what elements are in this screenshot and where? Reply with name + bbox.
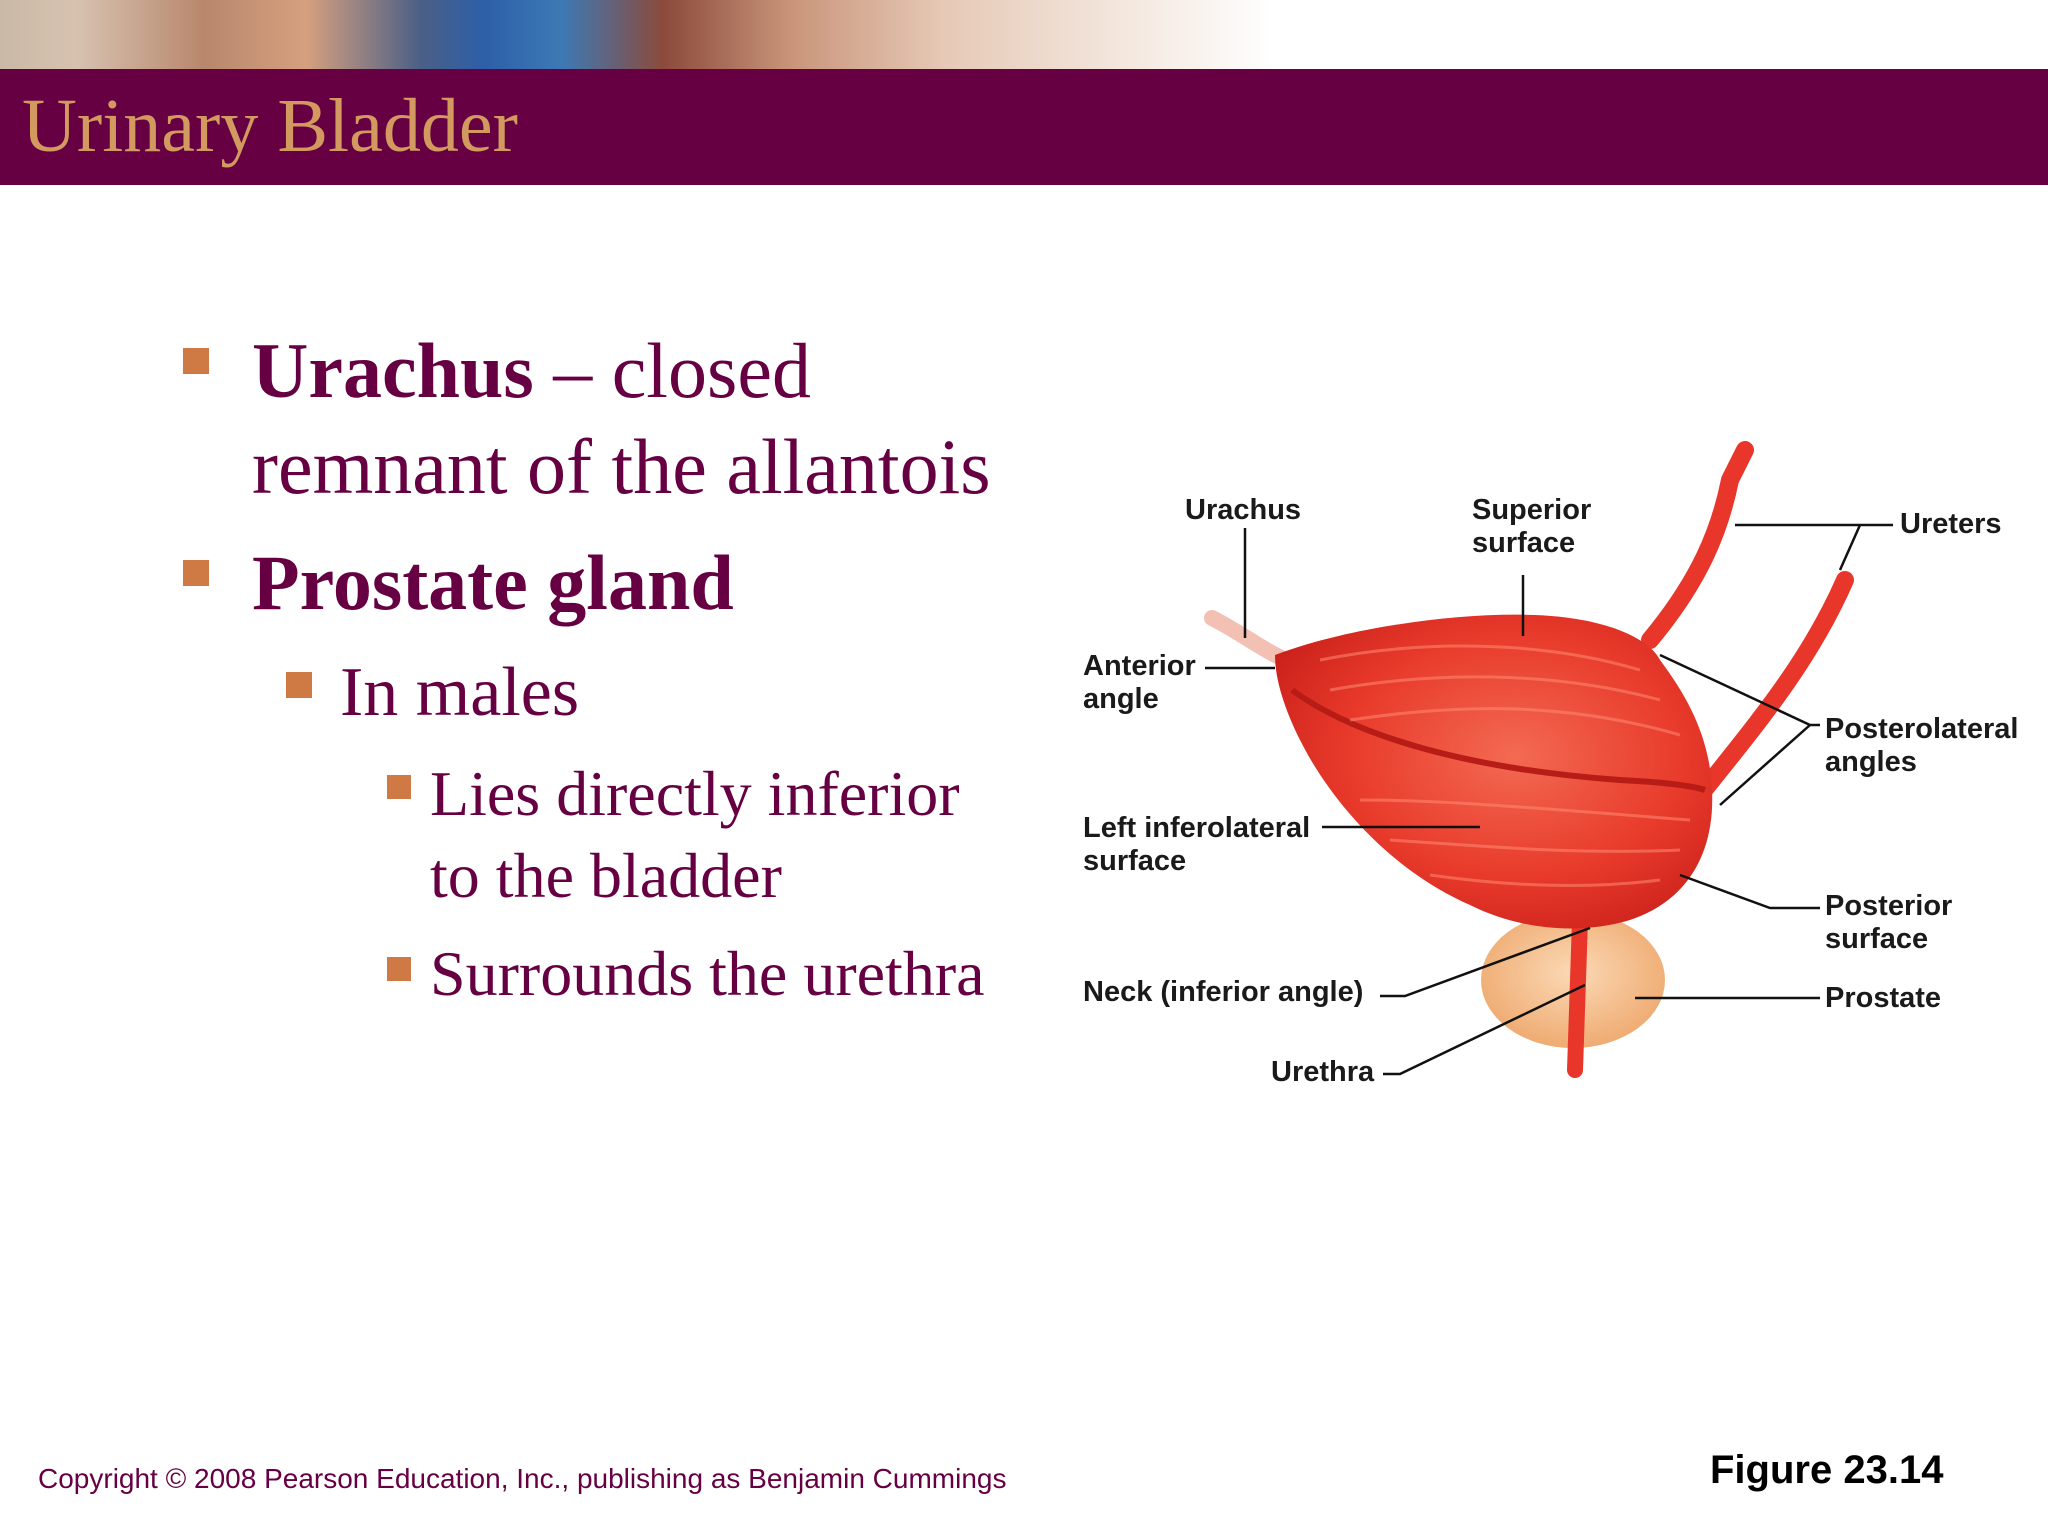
label-posterior-surface: Posterior surface	[1825, 890, 1952, 957]
bullet-marker	[183, 560, 209, 586]
term-prostate-gland: Prostate gland	[252, 539, 734, 626]
label-ureters: Ureters	[1900, 508, 2002, 540]
figure-number: Figure 23.14	[1710, 1448, 1944, 1492]
label-posterior-line2: surface	[1825, 923, 1929, 956]
label-anterior-line2: angle	[1083, 683, 1159, 716]
label-urethra: Urethra	[1271, 1056, 1375, 1088]
bladder-fold	[1290, 687, 1706, 793]
urachus-definition-line1: – closed	[533, 327, 811, 414]
label-superior-line2: surface	[1472, 527, 1576, 560]
label-anterior-angle: Anterior angle	[1083, 650, 1196, 717]
bullet-marker	[286, 672, 312, 698]
label-left-infero-line1: Left inferolateral	[1083, 812, 1311, 844]
bullet-surrounds-urethra: Surrounds the urethra	[430, 938, 985, 1009]
ureter-left	[1691, 571, 1854, 804]
label-left-infero-line2: surface	[1083, 845, 1187, 878]
ureter-right	[1641, 441, 1754, 649]
bullet-in-males: In males	[340, 654, 580, 731]
label-posterolateral-angles: Posterolateral angles	[1825, 713, 2018, 780]
label-urachus: Urachus	[1185, 494, 1302, 526]
label-posterolateral-line2: angles	[1825, 746, 1917, 779]
label-prostate: Prostate	[1825, 982, 1942, 1014]
urachus-definition-line2: remnant of the allantois	[252, 423, 991, 510]
bullet-marker	[387, 957, 411, 981]
label-posterolateral-line1: Posterolateral	[1825, 713, 2019, 745]
title-bar	[0, 69, 2048, 185]
bullet-lies-inferior-line2: to the bladder	[430, 840, 782, 911]
bullet-prostate-gland: Prostate gland	[252, 534, 734, 632]
bullet-urachus: Urachus – closed	[252, 322, 811, 420]
urethra-tube	[1567, 912, 1588, 1078]
term-urachus: Urachus	[252, 327, 534, 414]
header-banner-image	[0, 0, 1276, 69]
label-left-inferolateral-surface: Left inferolateral surface	[1083, 812, 1310, 879]
slide-title: Urinary Bladder	[22, 84, 518, 168]
label-neck: Neck (inferior angle)	[1083, 976, 1364, 1008]
label-posterior-line1: Posterior	[1825, 890, 1953, 922]
label-superior-line1: Superior	[1472, 494, 1592, 526]
bullet-marker	[183, 348, 209, 374]
bullet-lies-inferior-line1: Lies directly inferior	[430, 758, 960, 829]
bullet-marker	[387, 775, 411, 799]
copyright-notice: Copyright © 2008 Pearson Education, Inc.…	[38, 1463, 1007, 1494]
label-anterior-line1: Anterior	[1083, 650, 1196, 682]
label-superior-surface: Superior surface	[1472, 494, 1591, 561]
